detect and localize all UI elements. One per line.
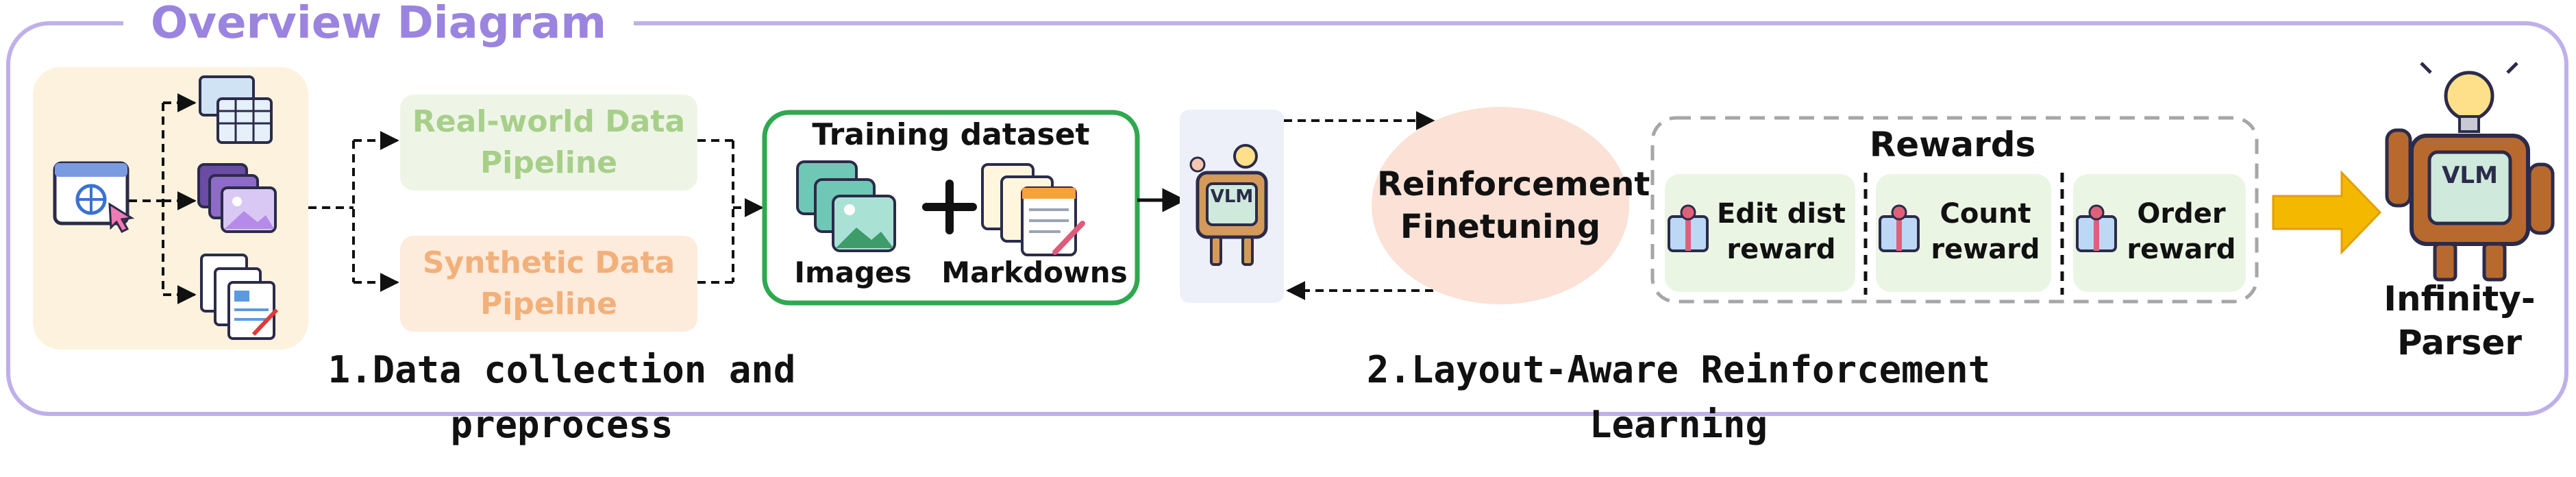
spreadsheet-icon: [199, 75, 273, 144]
infinity-parser-robot-icon: [2385, 62, 2555, 282]
real-world-pipeline-label: Real-world Data Pipeline: [412, 104, 686, 180]
stage-2-caption: 2.Layout-Aware Reinforcement Learning: [1366, 348, 1991, 446]
real-world-pipeline-box: [400, 95, 697, 191]
markdowns-label: Markdowns: [941, 256, 1128, 289]
images-label: Images: [794, 256, 912, 289]
reward-card-edit-dist: [1665, 174, 1855, 292]
markdowns-icon: [981, 163, 1085, 256]
vlm-robot-icon: [1189, 144, 1268, 266]
infinity-parser-label: Infinity-Parser: [2383, 279, 2536, 363]
reinforcement-finetuning-label: Reinforcement Finetuning: [1377, 165, 1650, 246]
reward-label-order: Order reward: [2127, 198, 2236, 265]
gift-icon: [2076, 204, 2117, 252]
browser-icon: [53, 161, 135, 233]
photo-stack-icon: [197, 163, 277, 233]
overview-frame: [6, 21, 2568, 416]
pipeline-split-arrows: [308, 131, 399, 292]
pipeline-merge-arrows: [697, 139, 764, 284]
gift-icon: [1879, 204, 1920, 252]
synthetic-pipeline-label: Synthetic Data Pipeline: [422, 245, 676, 321]
stage-1-caption: 1.Data collection and preprocess: [327, 348, 796, 446]
training-dataset-title: Training dataset: [812, 117, 1090, 152]
gift-icon: [1668, 204, 1709, 252]
source-arrows: [129, 93, 197, 304]
reward-card-order: [2073, 174, 2246, 292]
reinforcement-finetuning-node: [1372, 107, 1629, 304]
document-stack-icon: [200, 254, 279, 340]
reward-label-edit-dist: Edit dist reward: [1717, 198, 1846, 265]
reward-label-count: Count reward: [1931, 198, 2040, 265]
vlm-screen-label: VLM: [1210, 186, 1254, 207]
images-icon: [796, 160, 896, 252]
diagram-title: Overview Diagram: [123, 0, 634, 51]
reward-card-count: [1876, 174, 2051, 292]
rewards-title: Rewards: [1869, 125, 2036, 164]
plus-icon: [922, 180, 977, 234]
output-arrow: [2272, 170, 2382, 255]
synthetic-pipeline-box: [400, 236, 697, 332]
output-vlm-screen-label: VLM: [2442, 162, 2498, 189]
